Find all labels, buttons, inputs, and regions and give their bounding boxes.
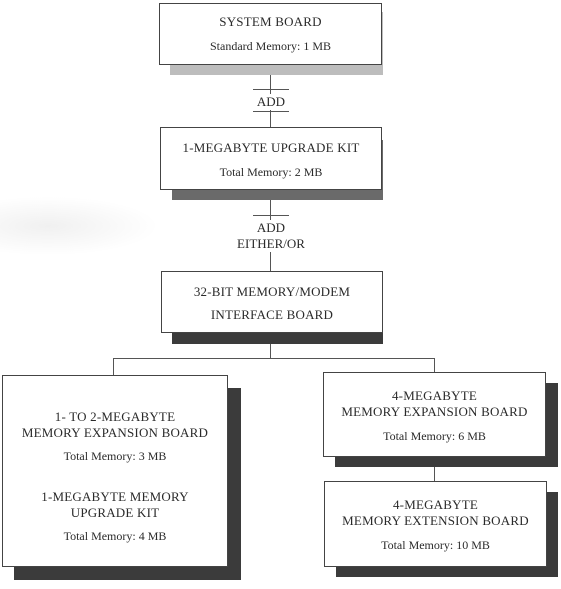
branch-horizontal xyxy=(113,358,435,359)
left-option-title4: UPGRADE KIT xyxy=(70,505,160,520)
system-board-title: SYSTEM BOARD xyxy=(219,14,322,29)
system-board-box: SYSTEM BOARD Standard Memory: 1 MB xyxy=(159,3,382,65)
extension-board-title1: 4-MEGABYTE xyxy=(392,497,479,512)
add-bar-top-2 xyxy=(253,215,289,216)
expansion-board-title2: MEMORY EXPANSION BOARD xyxy=(341,404,528,419)
extension-board-memory: Total Memory: 10 MB xyxy=(381,538,490,552)
left-option-memory1: Total Memory: 3 MB xyxy=(63,449,167,463)
branch-right-drop xyxy=(434,358,435,373)
expansion-board-box: 4-MEGABYTE MEMORY EXPANSION BOARD Total … xyxy=(323,372,546,457)
either-or-label: EITHER/OR xyxy=(220,236,322,252)
upgrade-kit-title: 1-MEGABYTE UPGRADE KIT xyxy=(182,140,360,155)
add-label-1: ADD xyxy=(240,94,302,110)
upgrade-kit-memory: Total Memory: 2 MB xyxy=(219,165,323,179)
scan-haze xyxy=(0,196,160,256)
extension-board-box: 4-MEGABYTE MEMORY EXTENSION BOARD Total … xyxy=(324,481,547,567)
add-label-2: ADD xyxy=(230,220,312,236)
system-board-memory: Standard Memory: 1 MB xyxy=(210,39,331,53)
interface-board-line1: 32-BIT MEMORY/MODEM xyxy=(193,284,351,299)
upgrade-kit-box: 1-MEGABYTE UPGRADE KIT Total Memory: 2 M… xyxy=(160,127,382,190)
connector-interface-down xyxy=(270,332,271,359)
connector-expansion-to-extension xyxy=(434,456,435,482)
left-option-box: 1- TO 2-MEGABYTE MEMORY EXPANSION BOARD … xyxy=(2,375,228,567)
add-bar-top-1 xyxy=(253,89,289,90)
expansion-board-title1: 4-MEGABYTE xyxy=(391,388,478,403)
left-option-memory2: Total Memory: 4 MB xyxy=(63,529,167,543)
add-bar-bottom-1 xyxy=(253,111,289,112)
extension-board-title2: MEMORY EXTENSION BOARD xyxy=(342,513,529,528)
interface-board-line2: INTERFACE BOARD xyxy=(210,307,334,322)
left-option-title2: MEMORY EXPANSION BOARD xyxy=(21,425,209,440)
branch-left-drop xyxy=(113,358,114,376)
expansion-board-memory: Total Memory: 6 MB xyxy=(383,429,486,443)
left-option-title3: 1-MEGABYTE MEMORY xyxy=(41,489,189,504)
left-option-title1: 1- TO 2-MEGABYTE xyxy=(54,409,176,424)
interface-board-box: 32-BIT MEMORY/MODEM INTERFACE BOARD xyxy=(161,271,383,333)
